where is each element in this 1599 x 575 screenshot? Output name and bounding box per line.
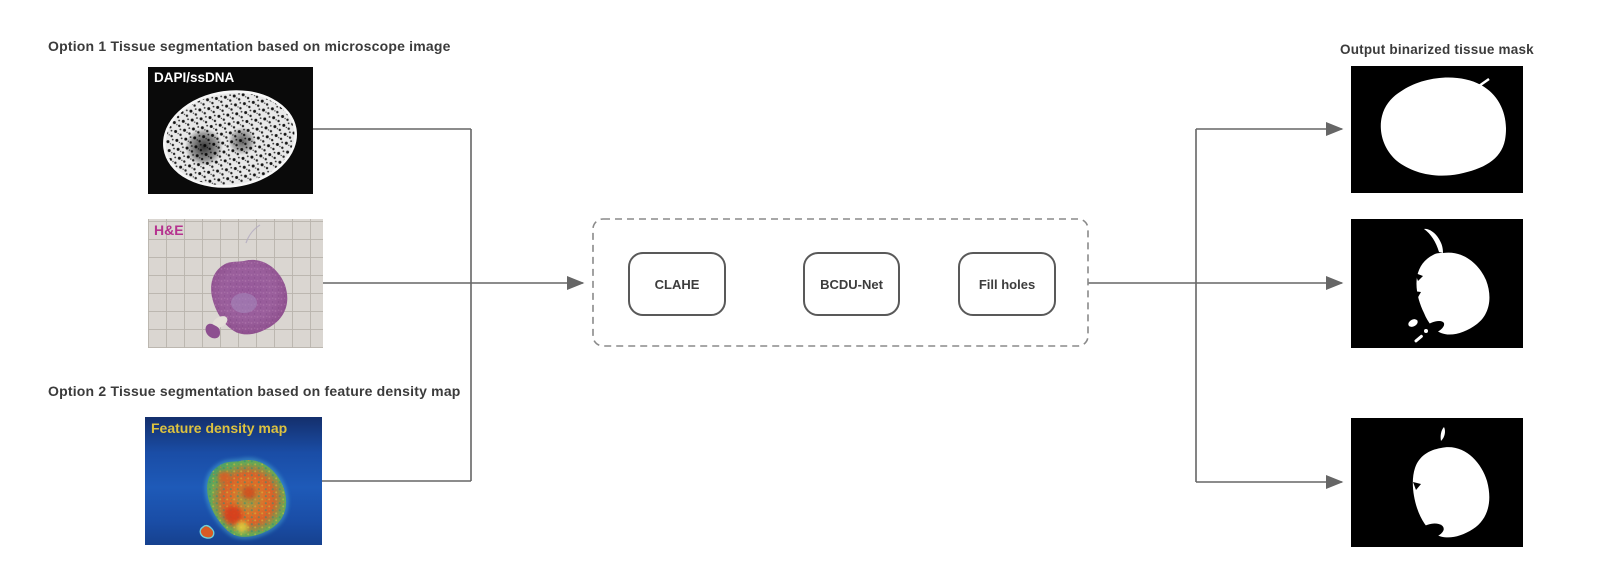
step-bcdu-net-label: BCDU-Net xyxy=(820,276,883,292)
density-heatmap-graphic xyxy=(199,458,288,539)
step-bcdu-net-box: BCDU-Net xyxy=(803,252,900,316)
step-fill-holes-label: Fill holes xyxy=(978,276,1036,292)
step-clahe-box: CLAHE xyxy=(628,252,726,316)
dapi-image-label: DAPI/ssDNA xyxy=(154,70,235,85)
dapi-microscope-image: DAPI/ssDNA xyxy=(148,67,313,194)
option2-title: Option 2 Tissue segmentation based on fe… xyxy=(48,383,461,399)
h-and-e-stain-image: H&E xyxy=(148,219,323,348)
mask1-graphic xyxy=(1351,66,1523,193)
step-fill-holes-box: Fill holes xyxy=(958,252,1056,316)
mask3-graphic xyxy=(1351,418,1523,547)
feature-density-map-image: Feature density map xyxy=(145,417,322,545)
step-clahe-label: CLAHE xyxy=(654,276,700,292)
he-tissue-graphic xyxy=(205,224,288,339)
density-image-label: Feature density map xyxy=(151,420,288,436)
output-mask-3 xyxy=(1351,418,1523,547)
dapi-tissue-graphic xyxy=(148,67,313,194)
option1-title: Option 1 Tissue segmentation based on mi… xyxy=(48,38,451,54)
output-mask-2 xyxy=(1351,219,1523,348)
he-image-label: H&E xyxy=(154,222,184,238)
output-mask-1 xyxy=(1351,66,1523,193)
output-title: Output binarized tissue mask xyxy=(1340,42,1534,57)
mask2-graphic xyxy=(1351,219,1523,348)
